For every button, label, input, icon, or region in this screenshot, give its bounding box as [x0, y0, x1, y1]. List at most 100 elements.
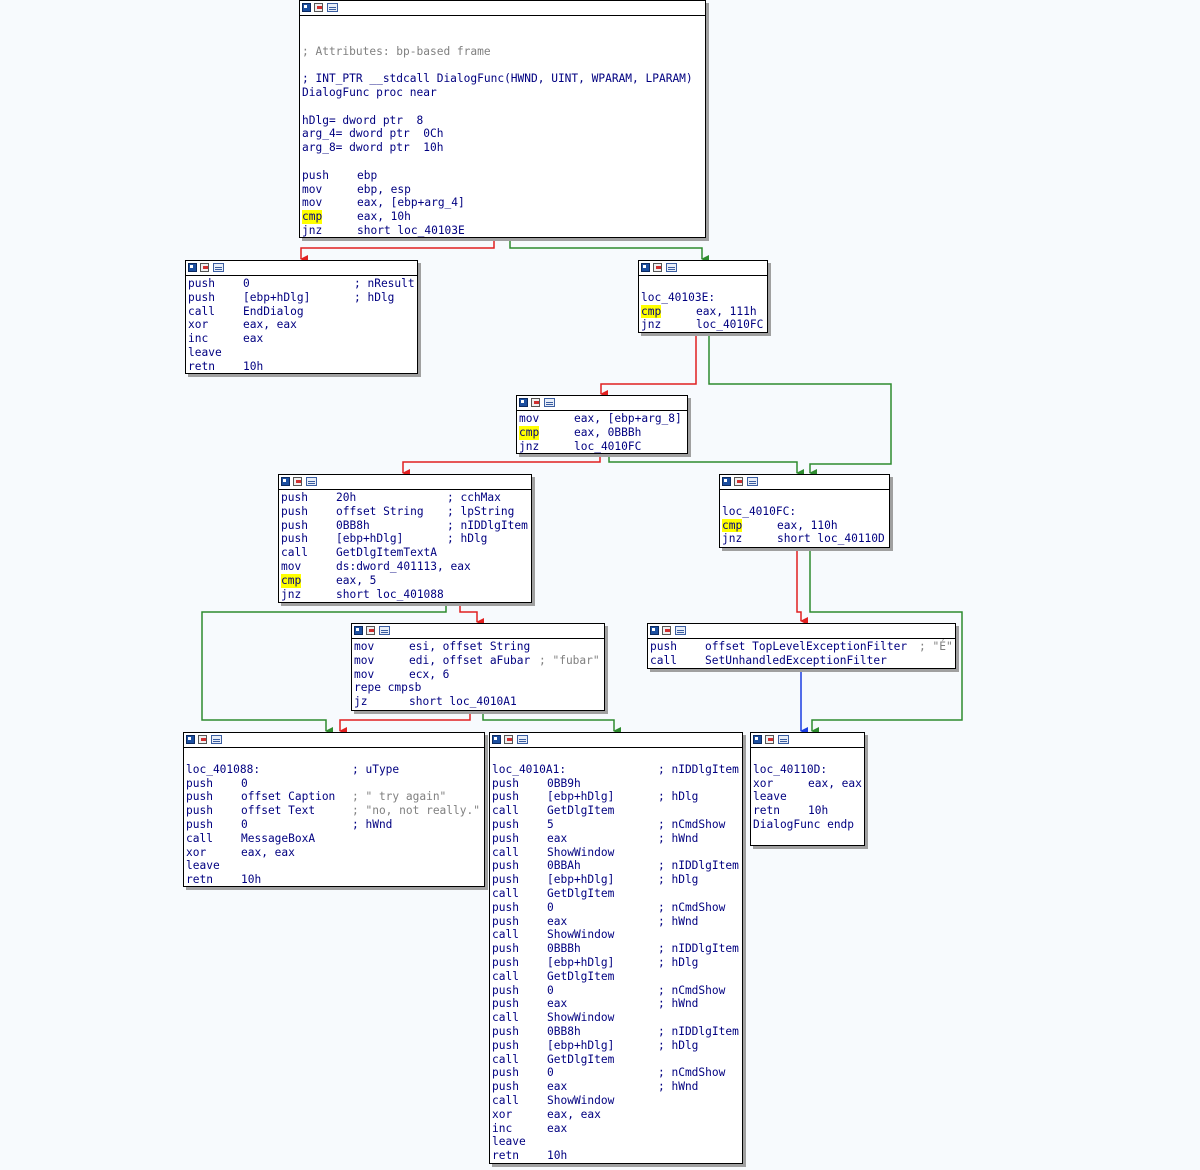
- mnemonic[interactable]: xor: [492, 1107, 513, 1121]
- mnemonic[interactable]: call: [492, 1093, 519, 1107]
- block-label[interactable]: loc_40110D:: [753, 762, 828, 776]
- operand[interactable]: eax, 10h: [357, 210, 411, 224]
- instruction-line[interactable]: push[ebp+hDlg]; hDlg: [188, 291, 415, 305]
- mnemonic[interactable]: push: [492, 1038, 519, 1052]
- mnemonic[interactable]: mov: [281, 559, 302, 573]
- operand[interactable]: [ebp+hDlg]: [547, 1038, 615, 1052]
- operand[interactable]: 0: [243, 277, 250, 290]
- mnemonic[interactable]: call: [492, 804, 519, 818]
- operand[interactable]: 0BB8h: [336, 518, 370, 532]
- operand[interactable]: 20h: [336, 491, 357, 504]
- instruction-line[interactable]: push[ebp+hDlg]; hDlg: [492, 873, 740, 887]
- mnemonic[interactable]: jnz: [641, 318, 662, 332]
- mnemonic[interactable]: call: [492, 969, 519, 983]
- mnemonic[interactable]: leave: [188, 345, 222, 359]
- operand[interactable]: offset TopLevelExceptionFilter: [705, 640, 908, 653]
- mnemonic[interactable]: jnz: [302, 223, 323, 237]
- mnemonic[interactable]: call: [492, 1011, 519, 1025]
- operand[interactable]: short loc_40110D: [777, 532, 885, 546]
- stack-var[interactable]: arg_8= dword ptr 10h: [302, 141, 444, 155]
- mnemonic[interactable]: push: [492, 859, 519, 873]
- mnemonic[interactable]: push: [281, 504, 308, 518]
- operand[interactable]: [ebp+hDlg]: [243, 290, 311, 304]
- operand[interactable]: SetUnhandledExceptionFilter: [705, 653, 887, 667]
- operand[interactable]: ebp: [357, 168, 378, 182]
- operand[interactable]: eax: [547, 831, 568, 845]
- mnemonic[interactable]: xor: [188, 318, 209, 332]
- operand[interactable]: 0BBBh: [547, 942, 581, 956]
- mnemonic[interactable]: push: [492, 955, 519, 969]
- operand[interactable]: ShowWindow: [547, 845, 615, 859]
- mnemonic[interactable]: xor: [186, 845, 207, 859]
- mnemonic[interactable]: push: [492, 1066, 519, 1080]
- mnemonic[interactable]: push: [186, 790, 213, 804]
- instruction-line[interactable]: call SetUnhandledExceptionFilter: [650, 654, 953, 668]
- operand[interactable]: 0: [547, 983, 554, 997]
- mnemonic[interactable]: retn: [188, 359, 215, 373]
- mnemonic[interactable]: push: [492, 914, 519, 928]
- node-entry[interactable]: ; Attributes: bp-based frame ; INT_PTR _…: [299, 0, 706, 238]
- mnemonic[interactable]: push: [281, 518, 308, 532]
- instruction-line[interactable]: leave: [492, 1135, 740, 1149]
- operand[interactable]: loc_4010FC: [574, 439, 642, 453]
- instruction-line[interactable]: push[ebp+hDlg]; hDlg: [281, 532, 529, 546]
- mnemonic[interactable]: retn: [753, 804, 780, 818]
- proc-label[interactable]: DialogFunc proc near: [302, 85, 437, 99]
- mnemonic[interactable]: mov: [354, 667, 375, 681]
- instruction-line[interactable]: leave: [186, 859, 482, 873]
- mnemonic[interactable]: mov: [302, 182, 323, 196]
- operand[interactable]: edi, offset aFubar: [409, 653, 531, 667]
- instruction-line[interactable]: cmp eax, 111h: [641, 304, 765, 319]
- operand[interactable]: eax, [ebp+arg_8]: [574, 412, 682, 425]
- instruction-line[interactable]: repe cmpsb: [354, 681, 602, 695]
- mnemonic[interactable]: call: [281, 546, 308, 560]
- instruction-line[interactable]: push[ebp+hDlg]; hDlg: [492, 790, 740, 804]
- mnemonic[interactable]: push: [492, 900, 519, 914]
- mnemonic[interactable]: inc: [492, 1121, 513, 1135]
- operand[interactable]: eax, 110h: [777, 518, 838, 532]
- proc-end[interactable]: DialogFunc endp: [753, 817, 855, 831]
- mnemonic[interactable]: push: [492, 983, 519, 997]
- mnemonic[interactable]: cmp: [641, 304, 662, 319]
- operand[interactable]: [ebp+hDlg]: [547, 790, 615, 804]
- operand[interactable]: 10h: [241, 873, 262, 887]
- operand[interactable]: 0: [241, 817, 248, 831]
- operand[interactable]: eax: [243, 332, 264, 346]
- operand[interactable]: eax, 111h: [696, 304, 757, 318]
- mnemonic[interactable]: push: [650, 640, 677, 653]
- mnemonic[interactable]: inc: [188, 332, 209, 346]
- operand[interactable]: eax, eax: [241, 845, 295, 859]
- operand[interactable]: offset Text: [241, 804, 316, 818]
- mnemonic[interactable]: mov: [302, 196, 323, 210]
- mnemonic[interactable]: call: [650, 653, 677, 667]
- mnemonic[interactable]: leave: [186, 859, 220, 873]
